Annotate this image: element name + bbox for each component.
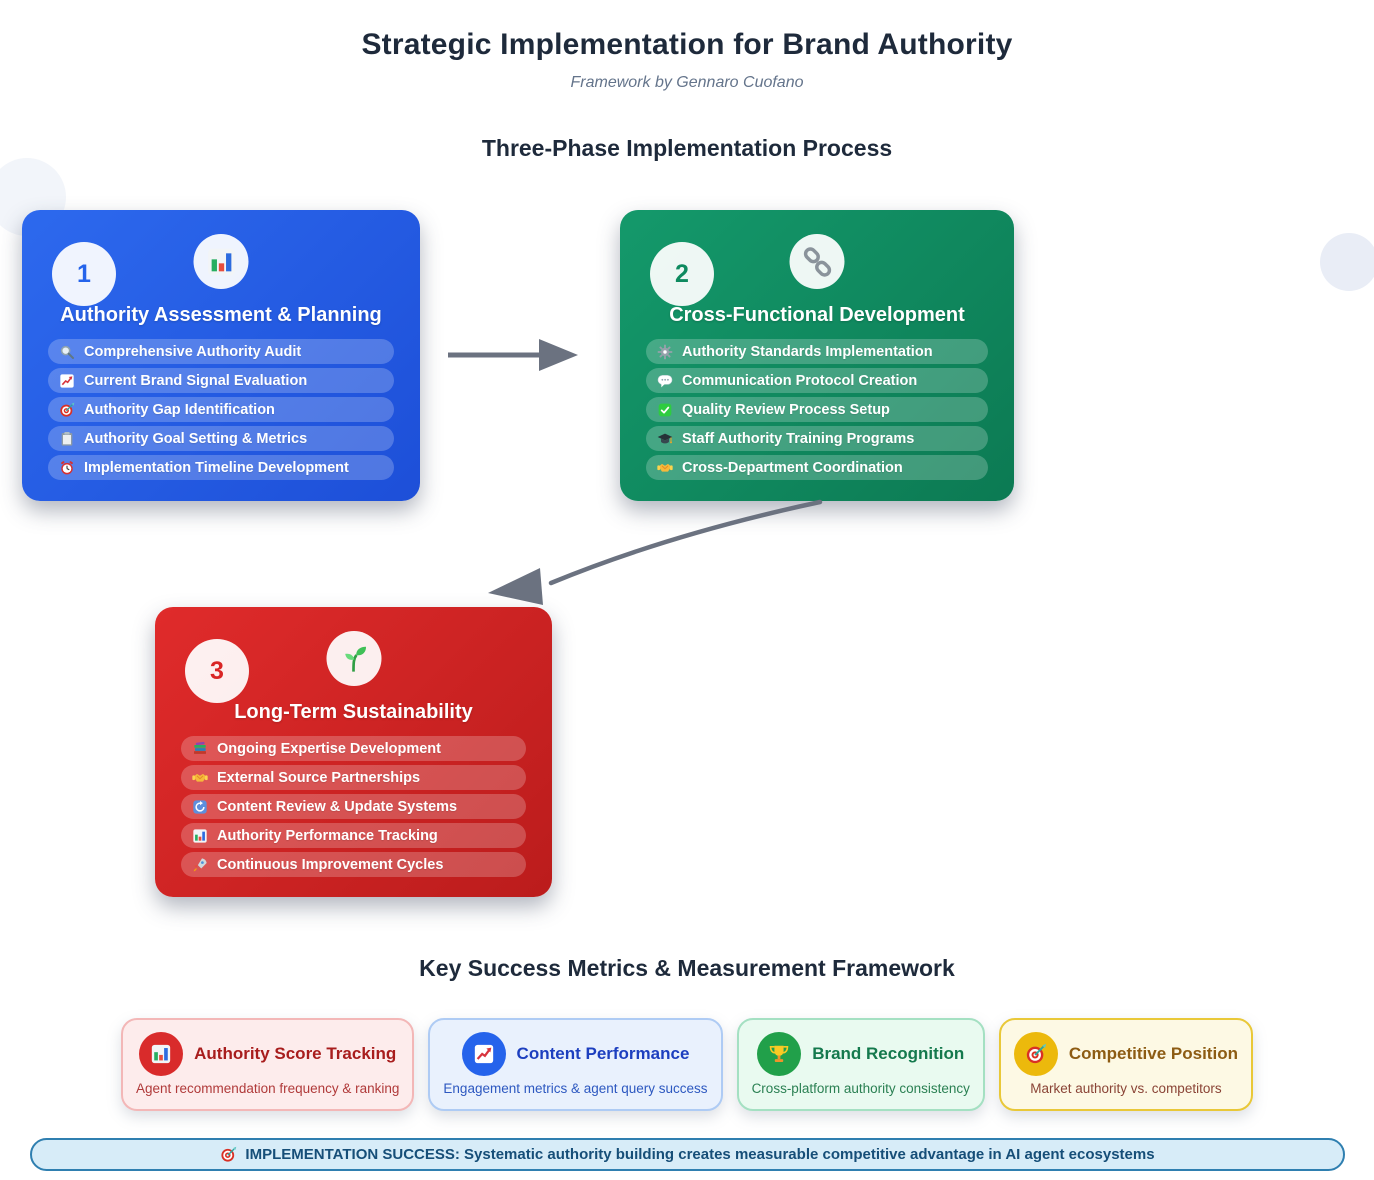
bar-chart-icon xyxy=(192,828,208,844)
check-mark-icon xyxy=(657,402,673,418)
metric-icon-circle xyxy=(757,1032,802,1076)
metric-icon-circle xyxy=(1013,1032,1058,1076)
list-item: Staff Authority Training Programs xyxy=(646,426,988,451)
phase-card-1: 1 Authority Assessment & Planning Compre… xyxy=(22,210,420,501)
list-item-label: Authority Standards Implementation xyxy=(682,343,933,360)
rocket-icon xyxy=(192,857,208,873)
page-title: Strategic Implementation for Brand Autho… xyxy=(361,28,1013,61)
phase-title: Cross-Functional Development xyxy=(669,304,965,326)
arrow-phase1-to-phase2 xyxy=(448,339,578,371)
page-subtitle: Framework by Gennaro Cuofano xyxy=(570,74,804,91)
metric-icon-circle xyxy=(139,1032,184,1076)
phase-card-2: 2 Cross-Functional Development Authority… xyxy=(620,210,1014,501)
phase-number-badge: 1 xyxy=(52,242,116,306)
phase-number-badge: 3 xyxy=(185,639,249,703)
handshake-icon xyxy=(657,460,673,476)
metric-title: Competitive Position xyxy=(1068,1044,1238,1063)
metric-icon-circle xyxy=(461,1032,506,1076)
metric-subtitle: Engagement metrics & agent query success xyxy=(443,1081,708,1096)
decorative-circle xyxy=(1320,233,1374,291)
list-item: Authority Standards Implementation xyxy=(646,339,988,364)
process-heading: Three-Phase Implementation Process xyxy=(481,135,893,161)
clipboard-icon xyxy=(59,431,75,447)
list-item: External Source Partnerships xyxy=(181,765,526,790)
speech-bubble-icon xyxy=(657,373,673,389)
list-item: Continuous Improvement Cycles xyxy=(181,852,526,877)
gear-icon xyxy=(657,344,673,360)
target-icon xyxy=(59,402,75,418)
phase-item-list: Comprehensive Authority Audit Current Br… xyxy=(48,339,394,484)
list-item: Quality Review Process Setup xyxy=(646,397,988,422)
arrow-phase2-to-phase3 xyxy=(488,499,823,605)
list-item: Comprehensive Authority Audit xyxy=(48,339,394,364)
list-item: Ongoing Expertise Development xyxy=(181,736,526,761)
chart-up-icon xyxy=(473,1043,495,1065)
list-item-label: Continuous Improvement Cycles xyxy=(217,856,444,873)
metric-title: Brand Recognition xyxy=(812,1044,965,1063)
list-item-label: Quality Review Process Setup xyxy=(682,401,890,418)
metric-subtitle: Cross-platform authority consistency xyxy=(751,1081,970,1096)
bar-chart-icon xyxy=(150,1043,172,1065)
refresh-icon xyxy=(192,799,208,815)
alarm-clock-icon xyxy=(59,460,75,476)
chart-up-icon xyxy=(59,373,75,389)
phase-card-3: 3 Long-Term Sustainability Ongoing Exper… xyxy=(155,607,552,897)
list-item-label: Content Review & Update Systems xyxy=(217,798,458,815)
metric-title: Content Performance xyxy=(516,1044,690,1063)
metrics-heading: Key Success Metrics & Measurement Framew… xyxy=(419,955,955,981)
list-item: Cross-Department Coordination xyxy=(646,455,988,480)
metric-card-brand-recognition: Brand Recognition Cross-platform authori… xyxy=(736,1018,985,1111)
link-icon xyxy=(801,246,833,278)
metric-subtitle: Market authority vs. competitors xyxy=(1030,1081,1222,1096)
phase-title: Long-Term Sustainability xyxy=(234,701,473,723)
phase-icon-circle xyxy=(193,234,249,289)
trophy-icon xyxy=(768,1043,790,1065)
phase-icon-circle xyxy=(326,631,381,686)
list-item: Communication Protocol Creation xyxy=(646,368,988,393)
banner-text: IMPLEMENTATION SUCCESS: Systematic autho… xyxy=(245,1146,1155,1163)
books-icon xyxy=(192,741,208,757)
search-icon xyxy=(59,344,75,360)
metric-subtitle: Agent recommendation frequency & ranking xyxy=(136,1081,400,1096)
metric-card-competitive-position: Competitive Position Market authority vs… xyxy=(998,1018,1253,1111)
target-icon xyxy=(1025,1043,1047,1065)
success-banner: IMPLEMENTATION SUCCESS: Systematic autho… xyxy=(30,1138,1345,1171)
list-item: Authority Gap Identification xyxy=(48,397,394,422)
list-item: Current Brand Signal Evaluation xyxy=(48,368,394,393)
list-item: Content Review & Update Systems xyxy=(181,794,526,819)
list-item: Authority Goal Setting & Metrics xyxy=(48,426,394,451)
list-item-label: Authority Gap Identification xyxy=(84,401,275,418)
metric-title: Authority Score Tracking xyxy=(194,1044,397,1063)
list-item-label: Comprehensive Authority Audit xyxy=(84,343,302,360)
phase-item-list: Ongoing Expertise Development External S… xyxy=(181,736,526,881)
target-icon xyxy=(220,1146,237,1163)
metric-card-authority-score-tracking: Authority Score Tracking Agent recommend… xyxy=(121,1018,415,1111)
list-item-label: Ongoing Expertise Development xyxy=(217,740,441,757)
bar-chart-icon xyxy=(205,246,237,278)
seedling-icon xyxy=(338,643,370,675)
handshake-icon xyxy=(192,770,208,786)
list-item-label: Cross-Department Coordination xyxy=(682,459,903,476)
phase-title: Authority Assessment & Planning xyxy=(60,304,382,326)
metrics-row: Authority Score Tracking Agent recommend… xyxy=(0,1018,1374,1111)
list-item-label: External Source Partnerships xyxy=(217,769,421,786)
list-item-label: Authority Goal Setting & Metrics xyxy=(84,430,308,447)
list-item-label: Communication Protocol Creation xyxy=(682,372,918,389)
list-item: Authority Performance Tracking xyxy=(181,823,526,848)
list-item-label: Current Brand Signal Evaluation xyxy=(84,372,308,389)
graduation-cap-icon xyxy=(657,431,673,447)
list-item-label: Staff Authority Training Programs xyxy=(682,430,915,447)
list-item-label: Authority Performance Tracking xyxy=(217,827,438,844)
phase-number-badge: 2 xyxy=(650,242,714,306)
list-item: Implementation Timeline Development xyxy=(48,455,394,480)
list-item-label: Implementation Timeline Development xyxy=(84,459,349,476)
phase-item-list: Authority Standards Implementation Commu… xyxy=(646,339,988,484)
metric-card-content-performance: Content Performance Engagement metrics &… xyxy=(428,1018,723,1111)
phase-icon-circle xyxy=(789,234,845,289)
